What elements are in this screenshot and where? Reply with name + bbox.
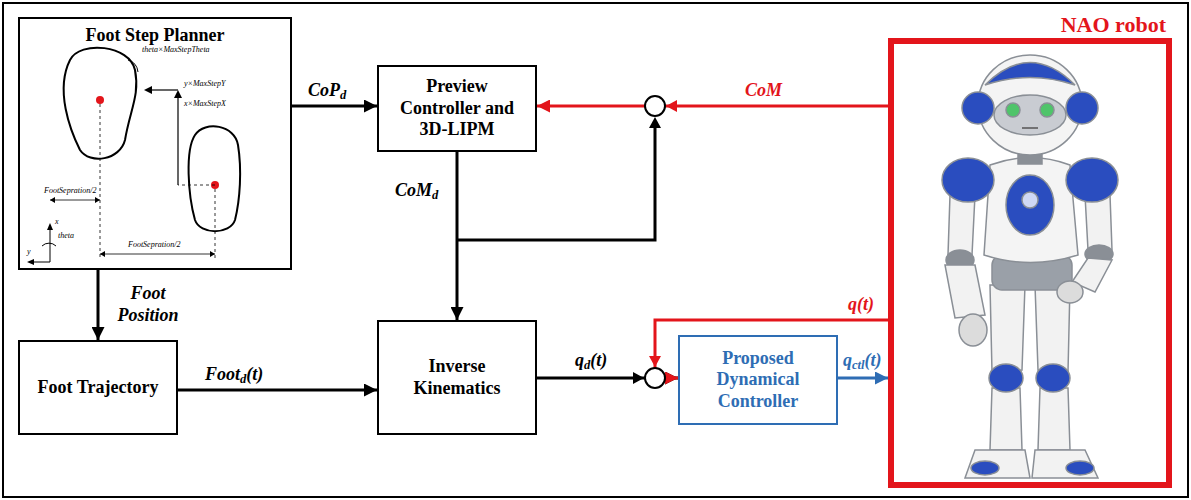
- robot-hand: [959, 314, 987, 346]
- process-box: Inverse Kinematics: [377, 320, 537, 435]
- arrowhead: [649, 117, 661, 128]
- box-label: Foot Trajectory: [38, 377, 159, 399]
- step-arrow: [177, 92, 178, 185]
- robot-frame: NAO robot: [888, 38, 1172, 488]
- signal-label: Footd(t): [205, 364, 263, 386]
- arrowhead: [649, 356, 661, 367]
- arrowhead: [174, 90, 182, 98]
- robot-shin: [1038, 388, 1070, 450]
- arrowhead: [633, 372, 644, 384]
- rotation-arc: [42, 243, 56, 246]
- signal-label: qctl(t): [843, 350, 882, 372]
- robot-ear: [962, 92, 994, 124]
- dimension-guide: [178, 185, 215, 186]
- dimension-label: theta: [58, 232, 74, 241]
- robot-thigh: [990, 285, 1025, 372]
- rotation-arc: [128, 60, 138, 72]
- signal-label: CoM: [745, 80, 782, 102]
- signal-connector: [97, 270, 100, 340]
- robot-torso: [984, 158, 1078, 263]
- dimension-label: y: [27, 248, 31, 257]
- foot-center-dot: [96, 96, 104, 104]
- process-box: Preview Controller and 3D-LIPM: [377, 65, 537, 152]
- process-box: Foot Trajectory: [18, 340, 178, 435]
- robot-chest: [1006, 175, 1054, 235]
- summing-junction: [645, 96, 665, 116]
- dimension-label: y×MaxStepY: [184, 80, 225, 89]
- signal-label: CoPd: [308, 80, 346, 102]
- summing-junction: [645, 368, 665, 388]
- robot-foot-accent: [971, 461, 999, 475]
- arrowhead: [47, 223, 53, 230]
- robot-hand: [1057, 281, 1083, 303]
- robot-shoulder: [942, 158, 994, 202]
- signal-label: qd(t): [575, 350, 607, 372]
- robot-knee: [1036, 364, 1070, 392]
- box-label: Preview Controller and 3D-LIPM: [391, 76, 523, 141]
- signal-connector: [537, 105, 888, 108]
- robot-eye: [1006, 103, 1020, 117]
- foot-outline: [189, 126, 241, 231]
- robot-shin: [990, 388, 1022, 450]
- signal-label: CoMd: [395, 180, 438, 202]
- robot-knee: [989, 364, 1023, 392]
- dimension-guide: [215, 189, 216, 258]
- robot-head-cap: [985, 63, 1075, 86]
- dimension-label: x: [55, 218, 59, 227]
- signal-connector: [178, 389, 377, 392]
- dimension-label: FootSepration/2: [128, 241, 180, 250]
- box-label: Proposed Dynamical Controller: [692, 348, 824, 413]
- box-label: Inverse Kinematics: [391, 356, 523, 399]
- arrowhead: [100, 251, 215, 257]
- dimension-label: FootSepration/2: [44, 187, 96, 196]
- axis-line: [50, 226, 51, 262]
- controller-box: Proposed Dynamical Controller: [678, 335, 838, 425]
- robot-arm: [1085, 195, 1112, 250]
- signal-connector: [838, 377, 888, 380]
- robot-ear: [1066, 92, 1098, 124]
- robot-eye: [1040, 103, 1054, 117]
- signal-connector: [456, 152, 459, 320]
- robot-mouth: [1022, 127, 1038, 129]
- arrowhead: [27, 259, 34, 265]
- robot-foot: [1032, 450, 1098, 478]
- signal-label: q(t): [848, 294, 874, 316]
- dimension-line: [50, 200, 100, 201]
- signal-label: Foot Position: [108, 283, 188, 326]
- footstep-illustration: [27, 48, 240, 265]
- outer-frame: [3, 3, 1188, 497]
- frame-title: NAO robot: [1061, 12, 1166, 38]
- robot-foot: [965, 450, 1030, 478]
- dimension-line: [100, 254, 215, 255]
- dimension-label: x×MaxStepX: [184, 100, 226, 109]
- dimension-guide: [100, 104, 101, 258]
- robot-face: [994, 95, 1066, 135]
- robot-chest-button: [1022, 192, 1038, 208]
- box-title: Foot Step Planner: [20, 25, 290, 47]
- nao-robot-illustration: [942, 55, 1118, 478]
- arrowhead: [144, 86, 152, 94]
- robot-shoulder: [1066, 158, 1118, 202]
- dimension-label: theta×MaxStepTheta: [142, 46, 210, 55]
- robot-foot-accent: [1066, 461, 1094, 475]
- robot-arm: [945, 265, 985, 318]
- signal-connector: [292, 105, 377, 108]
- arrowhead: [50, 197, 100, 203]
- arrowhead: [666, 100, 677, 112]
- robot-arm: [948, 195, 975, 255]
- feedback-wire: [457, 126, 655, 240]
